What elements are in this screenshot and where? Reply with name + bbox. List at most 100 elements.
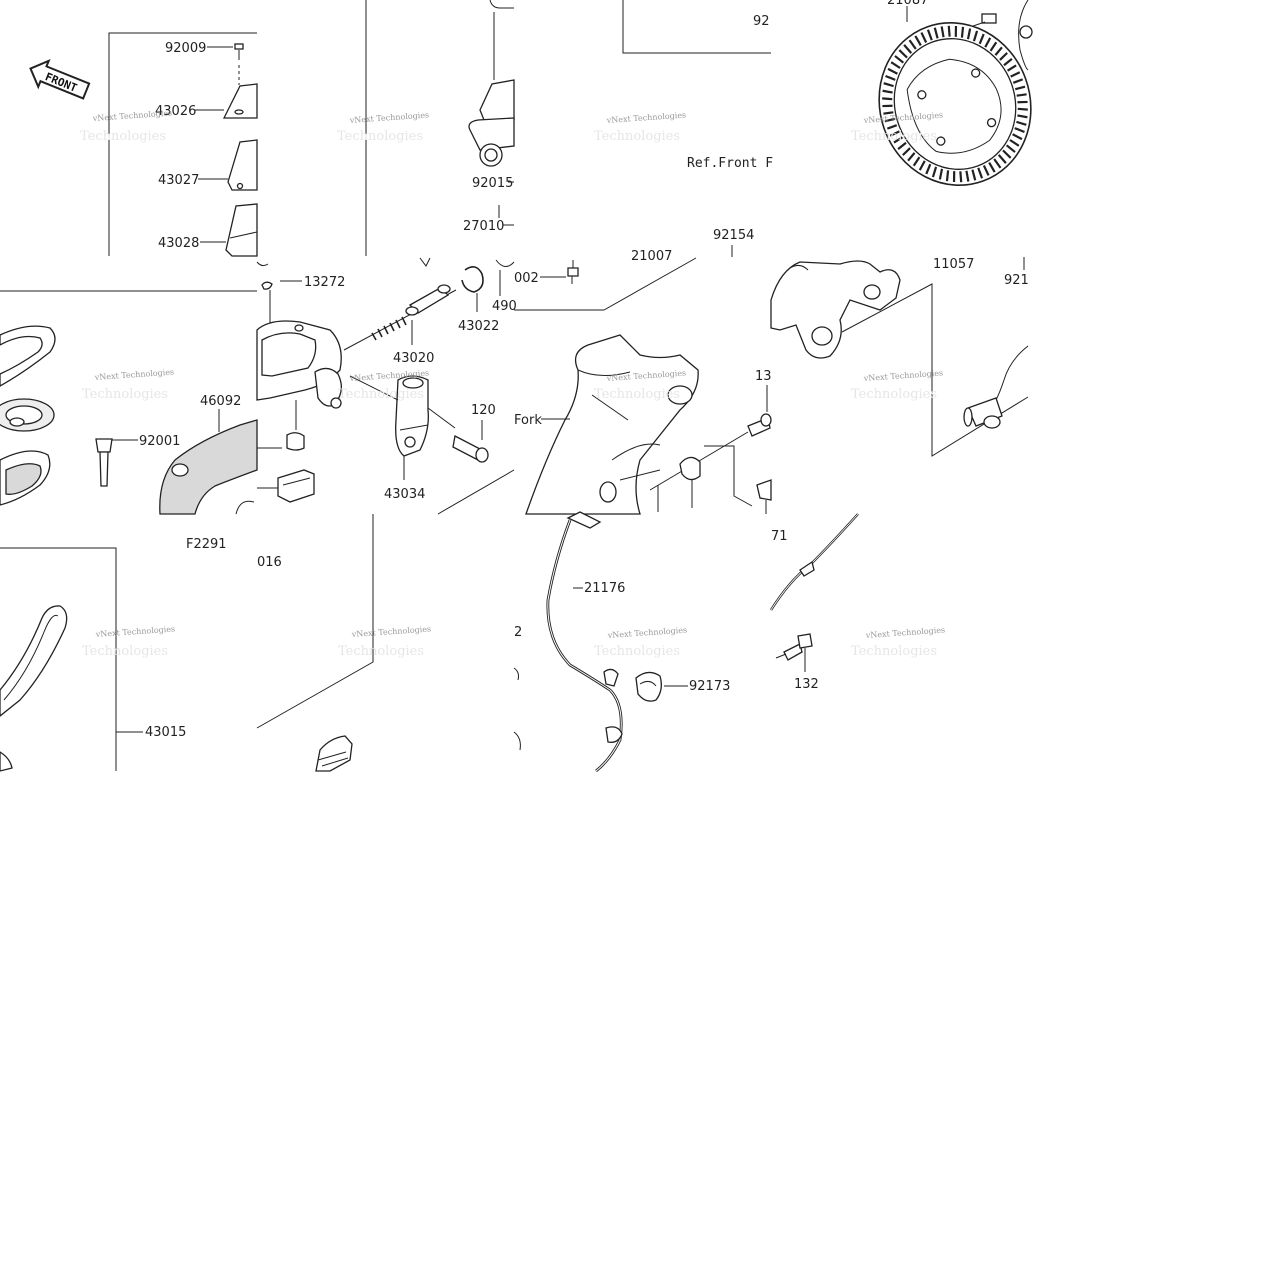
rotor-slot <box>940 26 945 38</box>
label-92015: 92015 <box>472 176 513 191</box>
svg-text:Technologies: Technologies <box>337 129 423 144</box>
rotor-slot <box>945 170 950 182</box>
svg-text:vNext Technologies: vNext Technologies <box>95 624 176 639</box>
label-92009: 92009 <box>165 41 206 56</box>
cut-label-002: 002 <box>514 271 539 286</box>
cut-label-2: 2 <box>514 625 522 640</box>
rotor-slot <box>1012 133 1023 141</box>
front-arrow-icon: FRONT <box>29 58 91 100</box>
svg-text:Technologies: Technologies <box>851 387 937 402</box>
piston-spring-part <box>343 284 457 351</box>
rotor-slot <box>982 165 990 176</box>
tile-brake-hose: 21176 92173 2 Technologies vNext Technol… <box>513 511 730 773</box>
rotor-slot <box>1006 64 1017 72</box>
rotor-slot <box>885 74 896 81</box>
rotor-slot <box>925 163 932 175</box>
tile-sensor-bolt: 71 132 Technologies vNext Technologies <box>769 513 946 692</box>
rotor-slot <box>966 28 972 40</box>
label-13272: 13272 <box>304 275 345 290</box>
rotor-slot <box>1017 107 1028 111</box>
cut-label-21007: 21007 <box>631 249 672 264</box>
rotor-slot <box>960 26 965 38</box>
rotor-slot <box>972 30 979 42</box>
svg-text:Technologies: Technologies <box>594 387 680 402</box>
svg-text:Technologies: Technologies <box>851 129 937 144</box>
svg-text:vNext Technologies: vNext Technologies <box>607 625 688 640</box>
rotor-slot <box>889 130 900 137</box>
tile-switch: 016 Technologies vNext Technologies <box>256 514 431 772</box>
rotor-slot <box>918 160 926 171</box>
label-43034: 43034 <box>384 487 425 502</box>
rotor-slot <box>1003 58 1013 67</box>
label-21176: 21176 <box>584 581 625 596</box>
rotor-slot <box>1010 71 1021 78</box>
svg-text:Technologies: Technologies <box>338 644 424 659</box>
cut-label-13: 13 <box>755 369 772 384</box>
label-43028: 43028 <box>158 236 199 251</box>
rotor-slot <box>938 168 944 180</box>
tile-reservoir-cap: FRONT 92009 43026 43027 43028 Technologi… <box>29 32 258 257</box>
cut-label-490: 490 <box>492 299 517 314</box>
ref-front-fork-text: Ref.Front F <box>687 156 773 171</box>
rotor-slot <box>902 147 911 156</box>
label-27010: 27010 <box>463 219 504 234</box>
label-11057: 11057 <box>933 257 974 272</box>
cut-label-92: 92 <box>753 14 770 29</box>
rotor-slot <box>926 29 933 41</box>
rotor-slot <box>993 158 1002 169</box>
svg-text:Technologies: Technologies <box>82 387 168 402</box>
rotor-slot <box>903 44 913 54</box>
label-132: 132 <box>794 677 819 692</box>
rotor-slot <box>920 32 928 43</box>
rotor-slot <box>1009 139 1020 147</box>
rotor-slot <box>994 46 1003 56</box>
svg-text:Technologies: Technologies <box>851 644 937 659</box>
cut-label-71: 71 <box>771 529 788 544</box>
rotor-slot <box>887 67 898 75</box>
rotor-slot <box>1002 149 1012 159</box>
rotor-slot <box>997 154 1007 164</box>
rotor-slot <box>989 41 998 52</box>
svg-text:Technologies: Technologies <box>80 129 166 144</box>
rotor-slot <box>988 161 996 173</box>
tile-lever-lower: F2291 43015 Technologies vNext Technolog… <box>0 537 227 772</box>
tile-abs-sensor: 11057 921 Technologies vNext Technologie… <box>770 257 1029 457</box>
label-43027: 43027 <box>158 173 199 188</box>
rotor-slot <box>914 35 922 47</box>
svg-text:vNext Technologies: vNext Technologies <box>865 625 946 640</box>
label-43022: 43022 <box>458 319 499 334</box>
svg-text:Technologies: Technologies <box>594 644 680 659</box>
rotor-slot <box>1016 93 1027 97</box>
svg-text:Technologies: Technologies <box>338 387 424 402</box>
rotor-slot <box>1016 120 1027 126</box>
label-43020: 43020 <box>393 351 434 366</box>
cut-label-120: 120 <box>471 403 496 418</box>
rotor-slot <box>898 49 908 59</box>
tile-fork-tube: 002 21007 92154 Fork 13 Technologies vNe… <box>514 228 772 515</box>
rotor-slot <box>883 82 894 88</box>
rotor-slot <box>894 55 905 64</box>
rotor-slot <box>933 27 939 39</box>
rotor-slot <box>897 141 907 150</box>
rotor-slot <box>952 171 956 183</box>
label-43026: 43026 <box>155 104 196 119</box>
rotor-slot <box>1014 127 1025 134</box>
rotor-slot <box>999 52 1008 61</box>
rotor-slot <box>882 104 893 108</box>
svg-text:vNext Technologies: vNext Technologies <box>863 368 944 383</box>
rotor-slot <box>959 171 963 183</box>
rotor-slot <box>1012 78 1024 84</box>
rotor-slot <box>965 170 970 182</box>
cut-label-21087: 21087 <box>887 0 928 8</box>
tile-master-cylinder-top: 92015 27010 Technologies vNext Technolog… <box>337 0 515 256</box>
watermark-text: vNext Technologies <box>92 108 173 123</box>
label-92173: 92173 <box>689 679 730 694</box>
label-46092: 46092 <box>200 394 241 409</box>
tile-ref-front-fork: 92 Ref.Front F Technologies vNext Techno… <box>594 0 773 171</box>
rotor-slot <box>1017 114 1028 119</box>
svg-text:Technologies: Technologies <box>594 129 680 144</box>
rotor-slot <box>908 39 917 50</box>
rotor-slot <box>890 61 901 69</box>
label-92154: 92154 <box>713 228 754 243</box>
svg-text:vNext Technologies: vNext Technologies <box>94 367 175 382</box>
